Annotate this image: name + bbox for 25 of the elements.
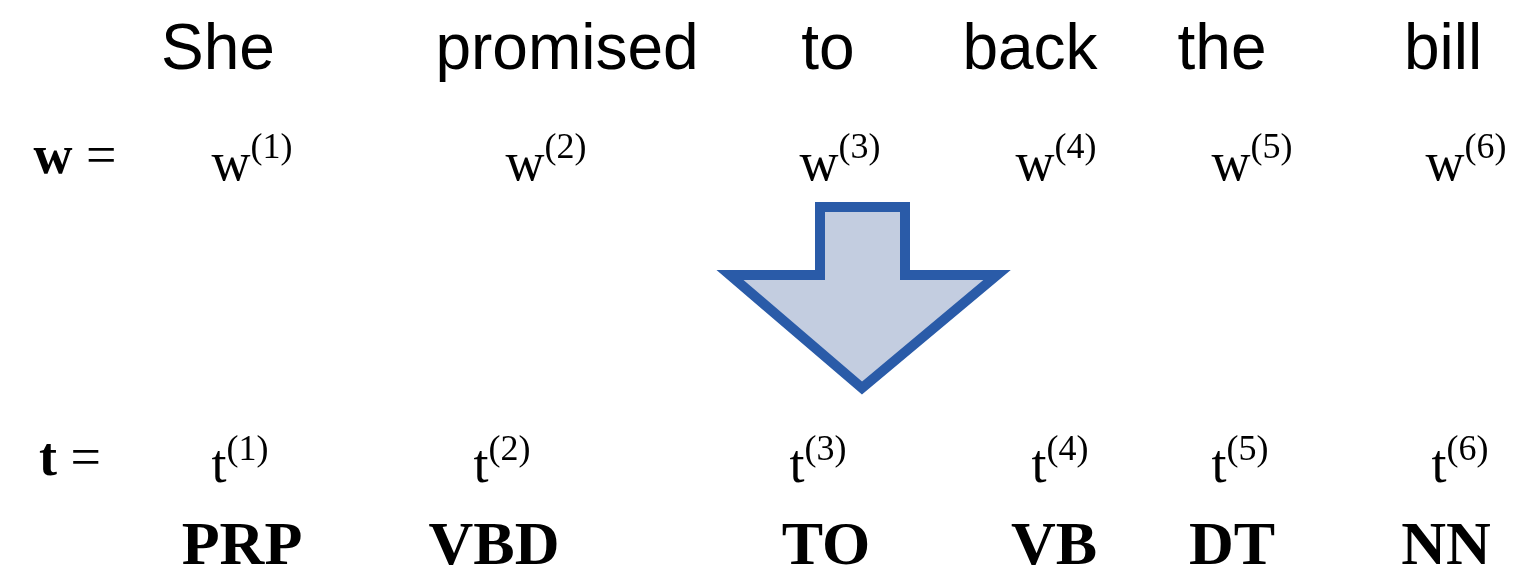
word-label: back xyxy=(962,15,1098,79)
word-label: bill xyxy=(1403,15,1483,79)
tag-variable: t$^{(4)}$ xyxy=(1031,430,1089,491)
tag-variable: t$^{(3)}$ xyxy=(789,430,847,491)
word-label: the xyxy=(1177,15,1267,79)
tag-variable: t$^{(6)}$ xyxy=(1431,430,1489,491)
vector-symbol: w = xyxy=(33,128,117,182)
word-label: She xyxy=(161,15,275,79)
word-label: to xyxy=(801,15,855,79)
tag-variable: t$^{(2)}$ xyxy=(473,430,531,491)
word-variable: w$^{(2)}$ xyxy=(505,128,587,189)
word-variable: w$^{(1)}$ xyxy=(211,128,293,189)
word-variable: w$^{(4)}$ xyxy=(1015,128,1097,189)
tag-variable: t$^{(5)}$ xyxy=(1211,430,1269,491)
word-variable: w$^{(3)}$ xyxy=(799,128,881,189)
tag-label: NN xyxy=(1401,512,1491,574)
tag-label: TO xyxy=(781,512,871,574)
tag-label: VB xyxy=(1010,512,1098,574)
vector-symbol: t = xyxy=(39,430,101,484)
tag-label: PRP xyxy=(181,512,303,574)
tag-label: VBD xyxy=(428,512,560,574)
tag-variable: t$^{(1)}$ xyxy=(211,430,269,491)
tag-label: DT xyxy=(1188,512,1276,574)
word-variable: w$^{(6)}$ xyxy=(1425,128,1507,189)
word-variable: w$^{(5)}$ xyxy=(1211,128,1293,189)
